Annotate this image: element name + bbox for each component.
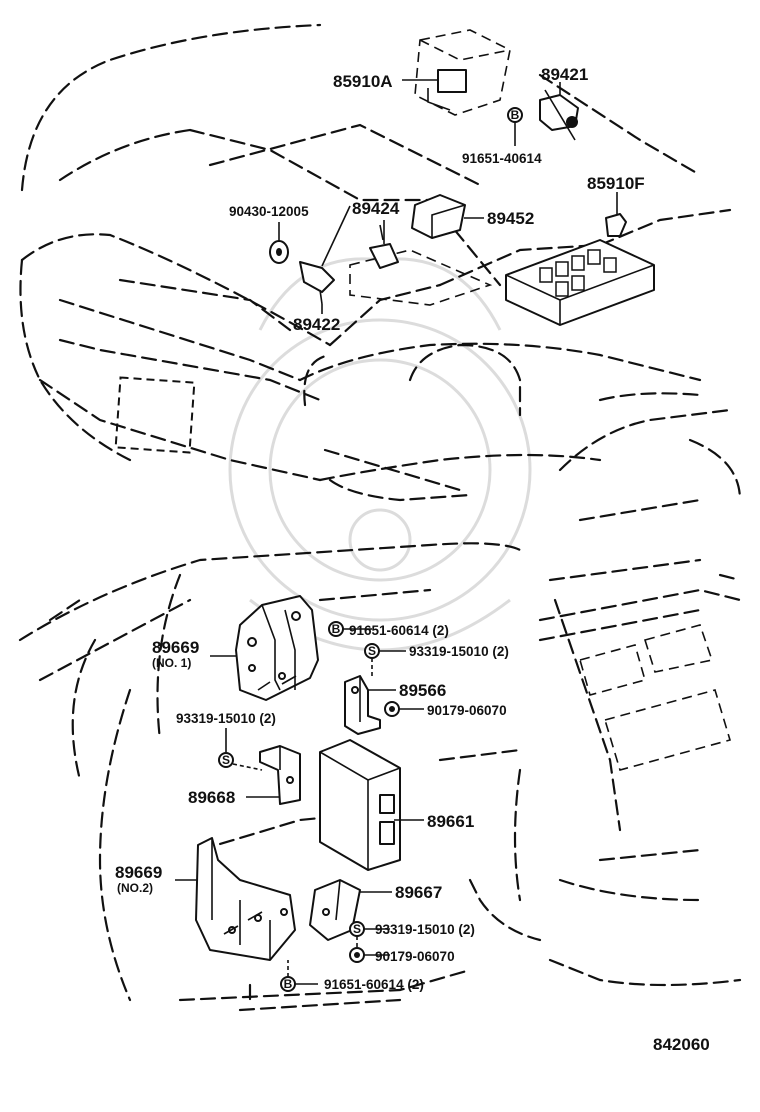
relay-box-85910A <box>414 29 511 116</box>
label-89421: 89421 <box>541 65 588 84</box>
label-89566: 89566 <box>399 681 446 700</box>
svg-text:B: B <box>284 977 293 991</box>
label-85910A: 85910A <box>333 72 393 91</box>
label-89422: 89422 <box>293 315 340 334</box>
bolt-marker: B <box>507 107 523 123</box>
interior-outline-bottom <box>18 438 742 1012</box>
label-90179-06070-b: 90179-06070 <box>375 949 455 964</box>
stud-marker: S <box>364 643 380 659</box>
label-89452: 89452 <box>487 209 534 228</box>
car-outline-top <box>19 23 732 502</box>
stud-marker: S <box>218 752 234 768</box>
bolt-marker: B <box>280 976 296 992</box>
sensor-89424 <box>349 224 493 306</box>
bracket-89669-no1 <box>235 595 319 701</box>
label-89669-no1-note: (NO. 1) <box>152 656 191 670</box>
sensor-89452 <box>411 194 466 239</box>
label-89669-no1: 89669 <box>152 638 199 657</box>
sensor-89421 <box>539 89 579 141</box>
sensor-89422 <box>269 240 335 305</box>
label-91651-60614-a: 91651-60614 (2) <box>349 623 449 638</box>
bracket-89668 <box>259 745 301 805</box>
label-89661: 89661 <box>427 812 474 831</box>
label-89669-no2-note: (NO.2) <box>117 881 153 895</box>
label-93319-15010-c: 93319-15010 (2) <box>375 922 475 937</box>
svg-text:B: B <box>511 108 520 122</box>
label-91651-60614-b: 91651-60614 (2) <box>324 977 424 992</box>
bracket-89566 <box>344 675 381 735</box>
bracket-89669-no2 <box>195 837 296 961</box>
label-90430-12005: 90430-12005 <box>229 204 309 219</box>
watermark-emblem <box>228 257 532 652</box>
part-labels: 85910A 89421 91651-40614 85910F 90430-12… <box>115 65 710 1054</box>
stud-marker: S <box>349 921 365 937</box>
label-91651-40614: 91651-40614 <box>462 151 542 166</box>
bolt-marker: B <box>328 621 344 637</box>
svg-text:B: B <box>332 622 341 636</box>
nut-marker <box>384 701 400 717</box>
label-93319-15010-b: 93319-15010 (2) <box>176 711 276 726</box>
label-93319-15010-a: 93319-15010 (2) <box>409 644 509 659</box>
label-85910F: 85910F <box>587 174 645 193</box>
label-89668: 89668 <box>188 788 235 807</box>
svg-text:S: S <box>353 922 361 936</box>
label-89667: 89667 <box>395 883 442 902</box>
ecu-89661 <box>319 739 401 871</box>
diagram-id: 842060 <box>653 1035 710 1054</box>
label-89669-no2: 89669 <box>115 863 162 882</box>
label-89424: 89424 <box>352 199 400 218</box>
svg-text:S: S <box>368 644 376 658</box>
label-90179-06070-a: 90179-06070 <box>427 703 507 718</box>
license-plate <box>114 376 196 454</box>
nut-marker <box>349 947 365 963</box>
junction-block-85910F <box>505 213 655 326</box>
leader-lines <box>175 79 618 985</box>
svg-text:S: S <box>222 753 230 767</box>
